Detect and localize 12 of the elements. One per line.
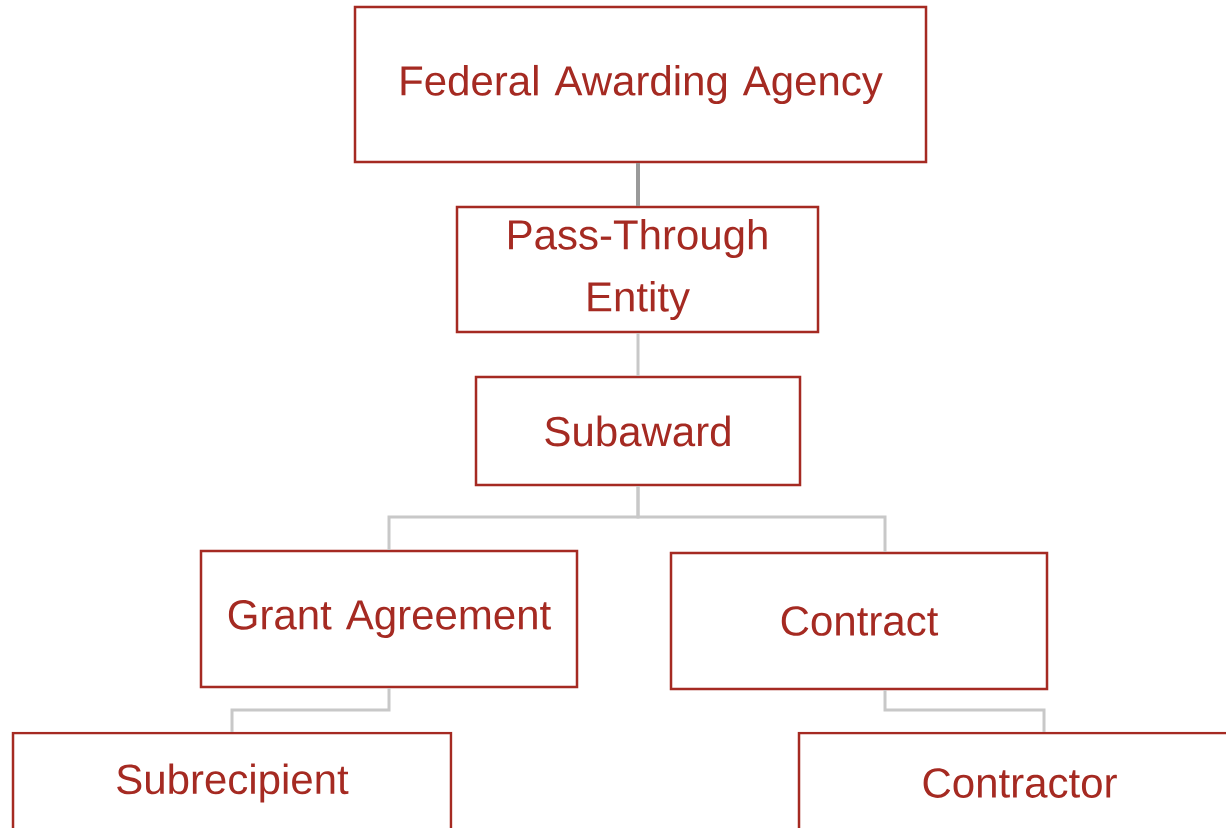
connector-line	[636, 163, 640, 206]
org-box: Contractor	[797, 731, 1226, 828]
org-box: Subrecipient	[11, 731, 453, 828]
org-box: Federal Awarding Agency	[353, 5, 928, 164]
connector-line	[230, 688, 391, 732]
org-box: Pass-Through Entity	[455, 205, 820, 334]
connector-line	[636, 333, 640, 376]
org-box: Grant Agreement	[199, 549, 579, 689]
connector-line	[883, 690, 1046, 732]
org-box: Subaward	[474, 375, 802, 487]
connector-line	[636, 486, 887, 552]
org-box: Contract	[669, 551, 1049, 691]
